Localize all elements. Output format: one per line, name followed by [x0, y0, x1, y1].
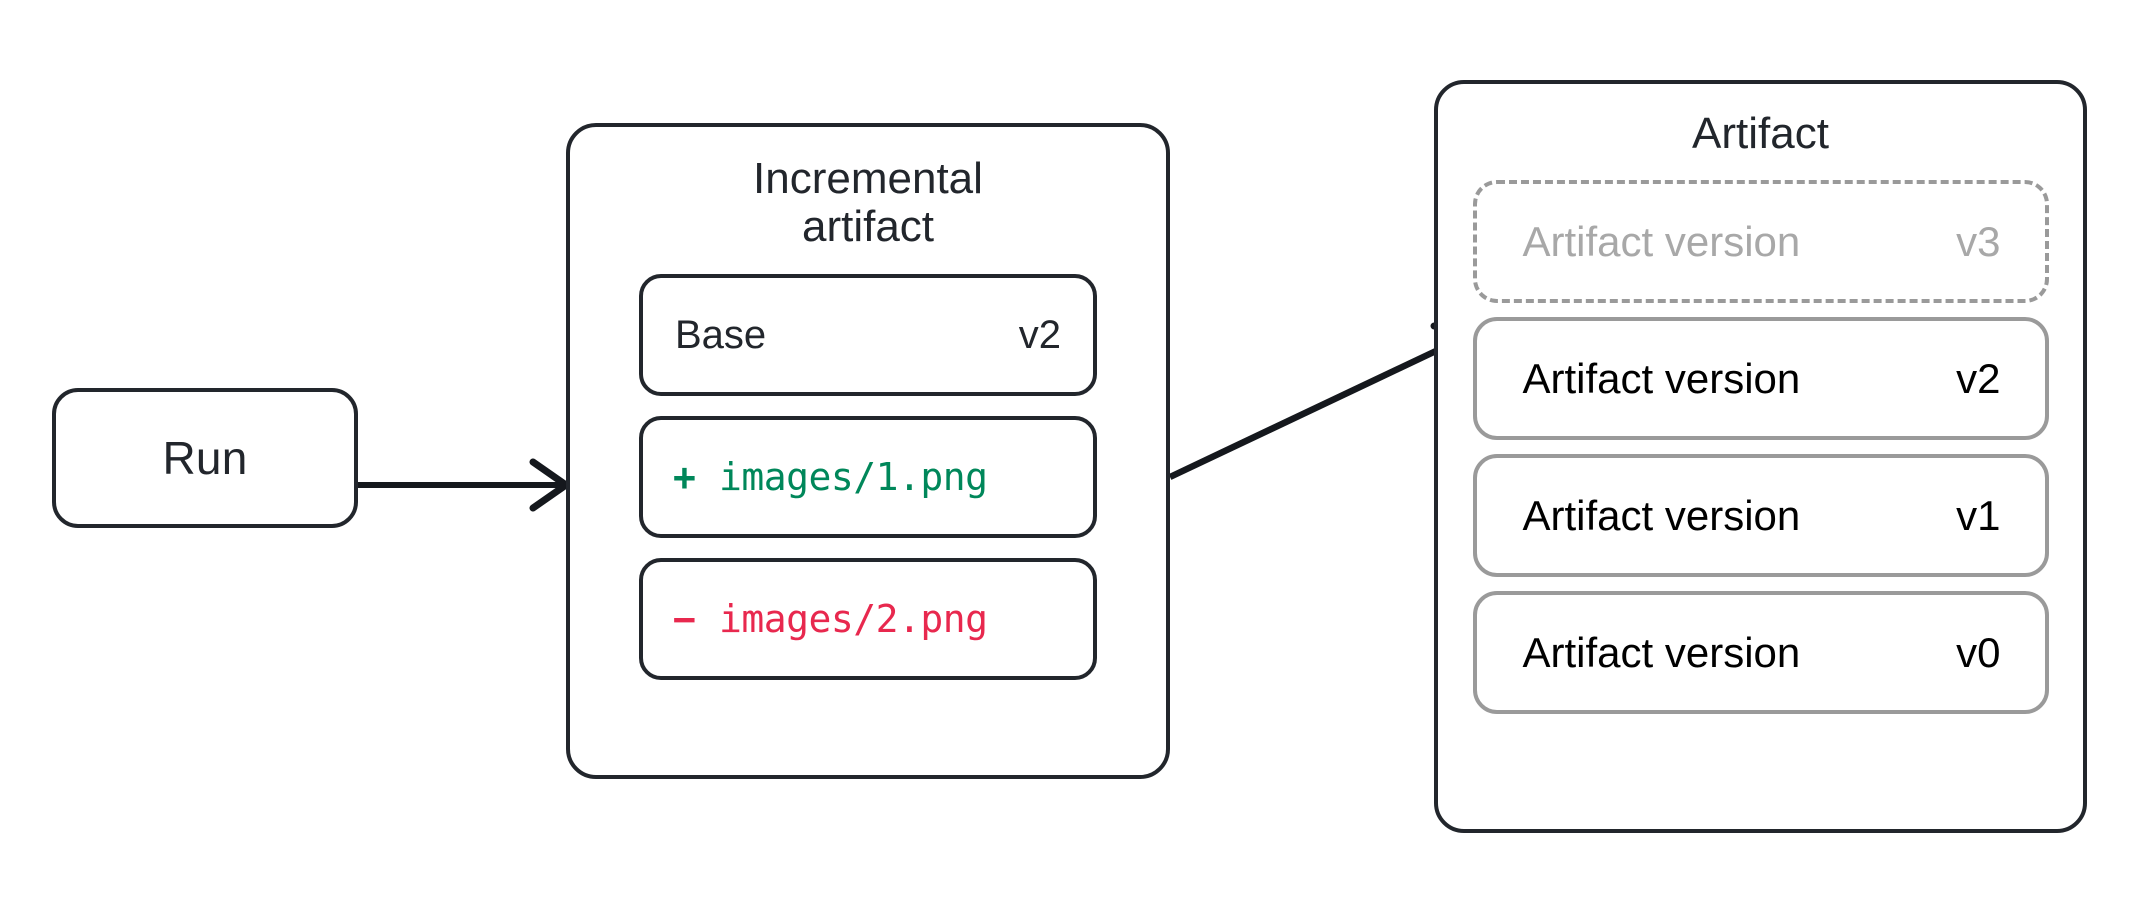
artifact-version-label: Artifact version	[1522, 354, 1801, 402]
change-row-deleted[interactable]: − images/2.png	[639, 558, 1097, 681]
base-label: Base	[675, 312, 767, 357]
artifact-version-label: Artifact version	[1522, 491, 1801, 539]
artifact-version-tag: v2	[1956, 354, 2001, 402]
artifact-node[interactable]: Artifact Artifact version v3 Artifact ve…	[1434, 80, 2087, 833]
artifact-version-row-v2[interactable]: Artifact version v2	[1472, 317, 2049, 441]
connector-run-to-incremental	[358, 458, 570, 512]
artifact-version-row-v0[interactable]: Artifact version v0	[1472, 591, 2049, 715]
incremental-artifact-title: Incremental artifact	[753, 154, 983, 251]
minus-icon: −	[673, 597, 696, 642]
artifact-version-label: Artifact version	[1522, 628, 1801, 676]
plus-icon: +	[673, 455, 696, 500]
artifact-version-row-v3[interactable]: Artifact version v3	[1472, 180, 2049, 304]
artifact-title: Artifact	[1692, 109, 1829, 158]
change-row-added[interactable]: + images/1.png	[639, 416, 1097, 539]
artifact-version-tag: v0	[1956, 628, 2001, 676]
run-label: Run	[162, 432, 248, 484]
artifact-version-label: Artifact version	[1522, 217, 1801, 265]
base-row[interactable]: Base v2	[639, 274, 1097, 397]
artifact-version-list: Artifact version v3 Artifact version v2 …	[1438, 180, 2083, 715]
artifact-version-tag: v1	[1956, 491, 2001, 539]
deleted-file-path: images/2.png	[719, 597, 988, 642]
artifact-version-row-v1[interactable]: Artifact version v1	[1472, 454, 2049, 578]
base-version: v2	[1018, 312, 1061, 357]
run-node[interactable]: Run	[52, 388, 358, 528]
incremental-artifact-rows: Base v2 + images/1.png − images/2.png	[570, 274, 1166, 681]
artifact-version-tag: v3	[1956, 217, 2001, 265]
incremental-artifact-node[interactable]: Incremental artifact Base v2 + images/1.…	[566, 123, 1170, 779]
added-file-path: images/1.png	[719, 455, 988, 500]
